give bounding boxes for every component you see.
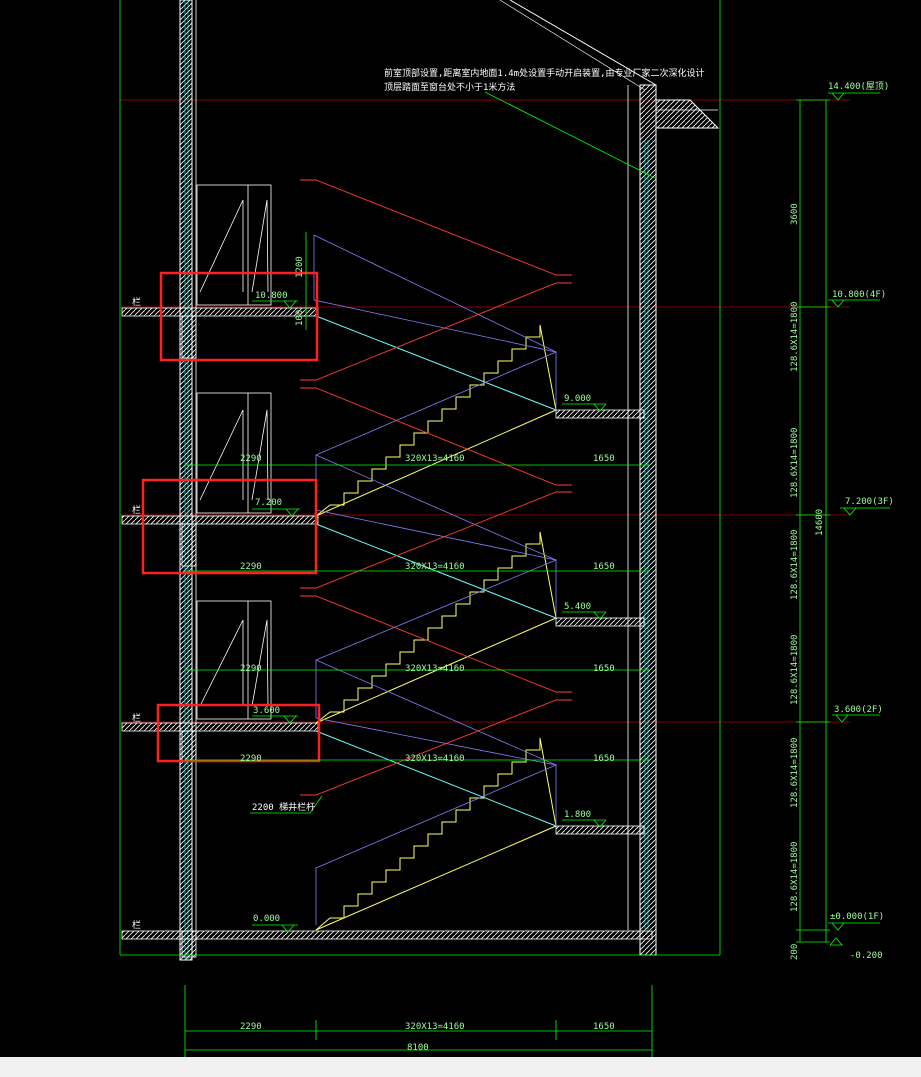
level-4f: 10.800(4F) [832,290,886,300]
dim-1200: 1200 [295,256,305,278]
left-landings [121,307,653,958]
stair-flights [315,324,557,931]
status-bar [0,1057,921,1077]
dim-flight-2: 128.6X14=1800 [790,428,800,498]
level-roof: 14.400(屋顶) [828,81,889,92]
dim-100: 100 [295,310,305,326]
right-landings [555,409,645,835]
note-line-1: 前室顶部设置,距离室内地面1.4m处设置手动开启装置,由专业厂家二次深化设计 [384,67,705,79]
right-wall [499,0,720,956]
dim-200: 200 [790,944,800,960]
elev-9000: 9.000 [564,394,591,404]
elevation-markers [250,300,607,933]
dim-landing-right-3: 1650 [593,664,615,674]
level-1f: ±0.000(1F) [830,912,884,922]
windows-left [196,184,272,720]
handrail-label: 2200 梯井栏杆 [252,801,315,813]
dim-landing-left-4: 2290 [240,754,262,764]
dim-landing-right-2: 1650 [593,562,615,572]
floor-tag-4: 栏 [132,919,141,931]
dim-landing-right-1: 1650 [593,454,615,464]
level-ground: -0.200 [850,951,883,961]
level-axis-lines [120,99,850,723]
dim-bottom-left: 2290 [240,1022,262,1032]
dim-bottom-right: 1650 [593,1022,615,1032]
dim-landing-left-1: 2290 [240,454,262,464]
dim-flight-3: 128.6X14=1800 [790,530,800,600]
horizontal-dimension-lines [119,0,830,1057]
dim-flight-6: 128.6X14=1800 [790,842,800,912]
highlight-boxes [141,271,321,763]
note-line-2: 顶层踏面至窗台处不小于1米方法 [384,81,515,93]
dim-landing-left-3: 2290 [240,664,262,674]
dim-total: 14600 [815,509,825,536]
dim-overall: 8100 [407,1043,429,1053]
elev-7200: 7.200 [255,498,282,508]
dim-run-1: 320X13=4160 [405,454,465,464]
elev-1800: 1.800 [564,810,591,820]
floor-tag-1: 栏 [132,296,141,308]
dim-landing-right-4: 1650 [593,754,615,764]
drawing-text: 前室顶部设置,距离室内地面1.4m处设置手动开启装置,由专业厂家二次深化设计 顶… [132,67,894,1053]
dim-run-2: 320X13=4160 [405,562,465,572]
level-markers [828,92,890,946]
level-2f: 3.600(2F) [834,705,883,715]
elev-10800: 10.800 [255,291,288,301]
dim-flight-5: 128.6X14=1800 [790,738,800,808]
hidden-lines [313,234,558,925]
dim-run-4: 320X13=4160 [405,754,465,764]
level-3f: 7.200(3F) [845,497,894,507]
dim-3600: 3600 [790,203,800,225]
dim-landing-left-2: 2290 [240,562,262,572]
floor-tag-3: 栏 [132,712,141,724]
elev-3600: 3.600 [253,706,280,716]
elev-5400: 5.400 [564,602,591,612]
dim-flight-4: 128.6X14=1800 [790,635,800,705]
dim-run-3: 320X13=4160 [405,664,465,674]
note-leader [484,91,656,179]
elev-0000: 0.000 [253,914,280,924]
dim-bottom-run: 320X13=4160 [405,1022,465,1032]
floor-tag-2: 栏 [132,504,141,516]
dim-flight-1: 128.6X14=1800 [790,302,800,372]
leader-lines [300,179,572,796]
